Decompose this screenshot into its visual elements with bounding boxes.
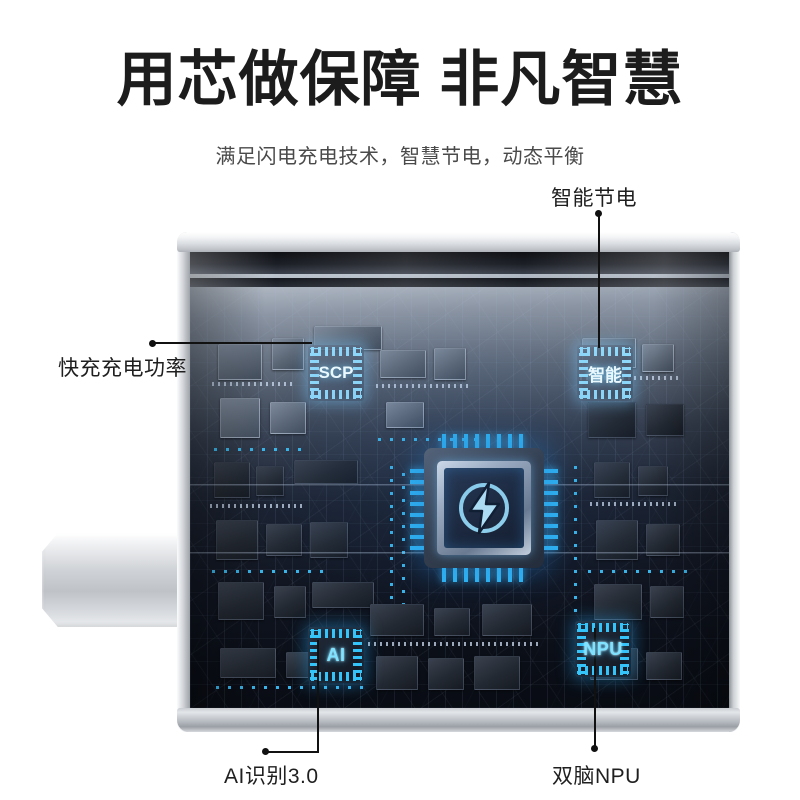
charger-bezel-left	[177, 232, 190, 732]
chip-pin-right	[353, 348, 362, 398]
pcb-led-row	[212, 570, 332, 573]
pcb-component	[474, 656, 520, 690]
page-headline: 用芯做保障 非凡智慧	[116, 46, 684, 113]
pcb-component	[216, 520, 258, 560]
pcb-component	[594, 462, 630, 498]
chip-pin-left	[579, 348, 588, 398]
pcb-component	[588, 402, 636, 438]
pcb-component	[428, 658, 464, 690]
pcb-pad-row	[368, 642, 538, 646]
pcb-led-row	[216, 686, 366, 689]
chip-pin-right	[353, 630, 362, 680]
pcb-pad-row	[212, 382, 292, 386]
pcb-component	[646, 652, 682, 680]
pcb-component	[482, 604, 532, 636]
callout-label-ai: AI识别3.0	[224, 765, 319, 788]
callout-leader-ai-horizontal	[265, 751, 319, 753]
pcb-pad-row	[590, 502, 678, 506]
pcb-component	[642, 344, 674, 372]
charger-bezel-top	[177, 232, 740, 252]
chip-pin-left	[577, 624, 586, 674]
charger-bezel-right	[729, 232, 740, 732]
pcb-led-row	[378, 438, 482, 441]
chip-badge-npu: NPU	[575, 621, 631, 677]
pcb-component	[274, 586, 306, 618]
pcb-led-row	[214, 448, 310, 451]
casing-top-band-secondary	[190, 278, 729, 287]
chip-badge-scp: SCP	[308, 345, 364, 401]
callout-dot-npu	[591, 745, 598, 752]
pcb-led-column	[402, 468, 405, 606]
central-power-chip	[410, 434, 558, 582]
pcb-led-column	[390, 462, 393, 612]
pcb-component	[294, 460, 358, 484]
pcb-component	[220, 398, 260, 438]
callout-label-scp: 快充充电功率	[58, 357, 187, 380]
chip-pin-left	[310, 348, 319, 398]
casing-top-band-sheen	[190, 252, 729, 287]
page-subheadline: 满足闪电充电技术，智慧节电，动态平衡	[215, 146, 585, 168]
chip-pin-left	[310, 630, 319, 680]
callout-leader-ai-vertical	[317, 640, 319, 753]
pcb-component	[218, 582, 264, 620]
pcb-led-row	[588, 570, 692, 573]
chip-badge-label: 智能	[588, 365, 622, 385]
hero-chip-pins-bottom	[442, 566, 526, 582]
pcb-vignette	[190, 252, 729, 708]
hero-chip-die	[444, 468, 524, 548]
pcb-component	[270, 402, 306, 434]
callout-leader-scp	[152, 342, 312, 344]
hero-chip-pins-left	[410, 466, 426, 550]
pcb-component	[646, 524, 680, 556]
charger-bezel-bottom	[177, 708, 740, 732]
pcb-component	[594, 584, 642, 620]
callout-leader-npu	[594, 628, 596, 748]
pcb-led-column	[574, 462, 577, 612]
pcb-pad-row	[210, 504, 302, 508]
callout-dot-ai	[262, 748, 269, 755]
pcb-component	[386, 402, 424, 428]
chip-badge-label: AI	[326, 644, 346, 665]
pcb-component	[266, 524, 302, 556]
pcb-component	[312, 582, 374, 608]
callout-label-npu: 双脑NPU	[552, 765, 641, 788]
lightning-bolt-in-circle-icon	[459, 481, 509, 535]
pcb-component	[256, 466, 284, 496]
callout-label-smart: 智能节电	[551, 187, 637, 210]
pcb-component	[434, 608, 470, 636]
pcb-component	[220, 648, 276, 678]
pcb-pad-row	[376, 384, 472, 388]
hero-chip-pins-top	[442, 434, 526, 450]
pcb-component	[638, 466, 668, 496]
charger-plug-prong	[42, 533, 200, 627]
pcb-component	[434, 348, 466, 380]
charger-body: SCP 智能 AI NPU	[177, 232, 740, 732]
pcb-component	[376, 656, 418, 690]
chip-badge-label: NPU	[583, 638, 623, 659]
circuit-board-face: SCP 智能 AI NPU	[190, 252, 729, 708]
pcb-component	[214, 462, 250, 498]
pcb-component	[646, 404, 684, 436]
pcb-component	[596, 520, 638, 560]
pcb-component	[380, 350, 426, 378]
pcb-component	[650, 586, 684, 618]
chip-badge-smart: 智能	[577, 345, 633, 401]
casing-top-band	[190, 252, 729, 274]
pcb-component	[310, 522, 348, 558]
hero-chip-pins-right	[542, 466, 558, 550]
pcb-component	[218, 344, 262, 380]
pcb-component	[370, 604, 424, 636]
chip-badge-label: SCP	[318, 363, 354, 382]
callout-leader-smart	[598, 213, 600, 348]
chip-pin-right	[620, 624, 629, 674]
chip-pin-right	[622, 348, 631, 398]
